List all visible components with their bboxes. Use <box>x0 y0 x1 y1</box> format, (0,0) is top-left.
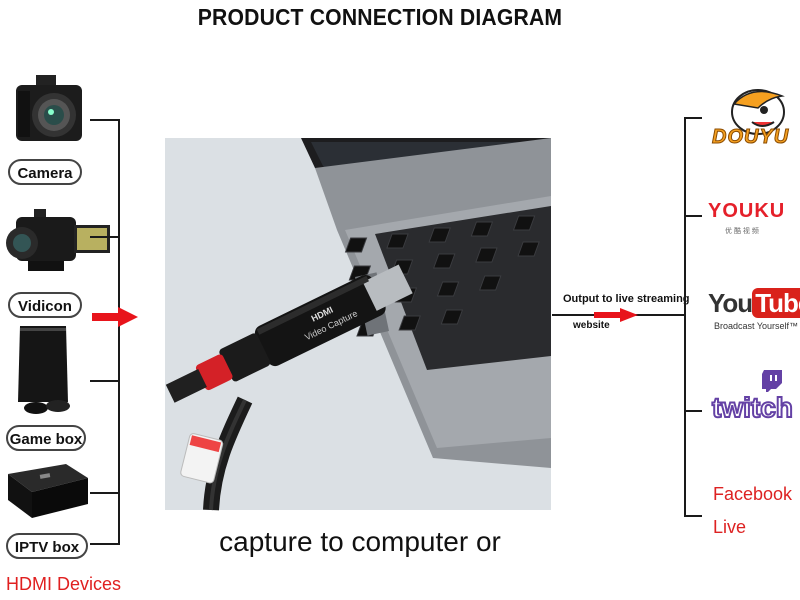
game-console-icon <box>18 326 70 414</box>
device-label-vidicon: Vidicon <box>8 292 82 318</box>
twitch-wordmark: twitch <box>711 391 794 424</box>
product-photo: HDMI Video Capture <box>165 138 551 511</box>
right-bracket-tick-facebook <box>684 515 702 517</box>
facebook-live-line2: Live <box>713 517 747 537</box>
youku-wordmark: YOUKU <box>708 200 786 222</box>
youtube-subtitle: Broadcast Yourself™ <box>714 321 799 331</box>
douyu-wordmark: DOUYU <box>711 126 790 149</box>
input-arrow-icon <box>92 307 138 327</box>
youtube-tube: Tube <box>752 288 800 318</box>
youtube-logo: YouTube <box>708 288 800 319</box>
camcorder-icon <box>6 209 110 271</box>
youtube-you: You <box>708 288 753 318</box>
left-bracket-tick-vidicon <box>90 236 120 238</box>
iptv-box-icon <box>8 464 88 518</box>
output-arrow-icon <box>594 308 638 322</box>
device-label-camera: Camera <box>8 159 82 185</box>
output-label-line2: website <box>573 320 610 331</box>
left-bracket-tick-iptv <box>90 492 120 494</box>
hdmi-devices-label: HDMI Devices <box>6 574 122 594</box>
output-label-line1: Output to live streaming <box>563 293 690 305</box>
right-bracket-tick-twitch <box>684 410 702 412</box>
douyu-logo-icon <box>731 89 785 135</box>
left-bracket-tick-camera <box>90 119 120 121</box>
left-bracket-tick-bottom <box>90 543 120 545</box>
right-bracket-tick-youku <box>684 215 702 217</box>
left-bracket-vertical <box>118 120 120 545</box>
right-bracket-vertical <box>684 118 686 516</box>
device-label-iptv-box: IPTV box <box>6 533 88 559</box>
left-bracket-tick-game <box>90 380 120 382</box>
capture-caption: capture to computer or <box>219 526 501 557</box>
camera-icon <box>16 75 82 141</box>
youku-subtitle: 优 酷 视 频 <box>725 228 759 235</box>
device-label-game-box: Game box <box>6 425 86 451</box>
twitch-glitch-icon <box>762 370 782 392</box>
right-bracket-tick-douyu <box>684 117 702 119</box>
facebook-live-line1: Facebook <box>713 484 793 504</box>
diagram-title: PRODUCT CONNECTION DIAGRAM <box>197 4 563 30</box>
